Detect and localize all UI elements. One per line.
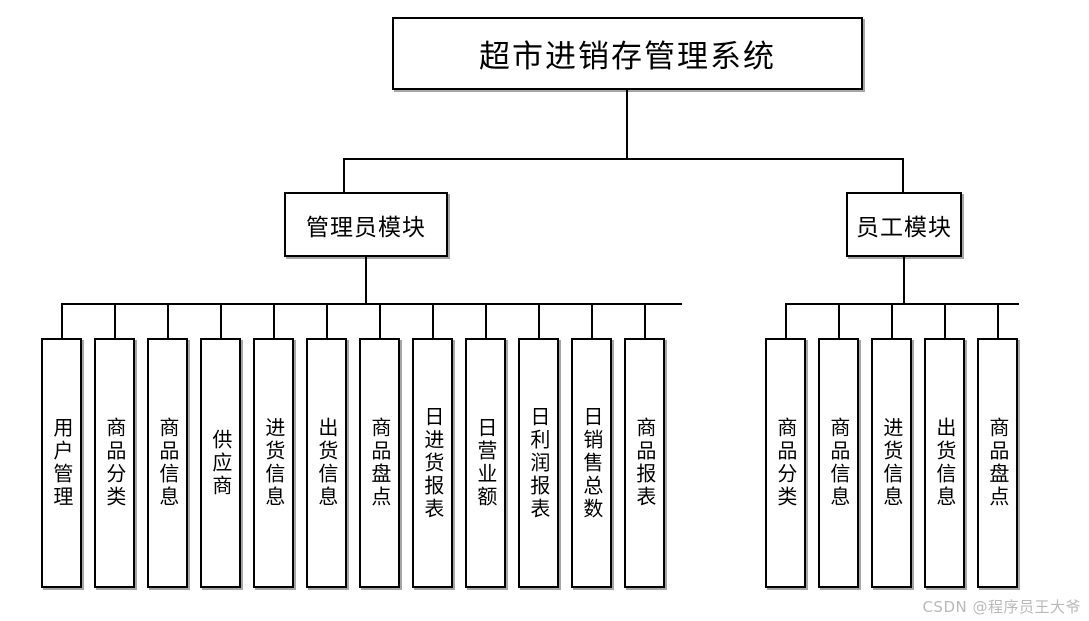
edge-drop-admin-leaf-4 [272,303,275,338]
node-admin-leaf-3-label: 供应商 [208,428,233,498]
node-admin-leaf-10-label: 日销售总数 [579,405,604,521]
edge-drop-staff-leaf-1 [837,303,840,338]
edge-admin-leaf-bus [61,303,682,305]
node-admin-leaf-10: 日销售总数 [571,338,612,588]
node-staff-module: 员工模块 [846,192,962,257]
edge-drop-admin-leaf-7 [431,303,434,338]
node-staff-leaf-1-label: 商品信息 [826,417,851,509]
node-staff-leaf-2: 进货信息 [871,338,912,588]
node-staff-leaf-4-label: 商品盘点 [985,417,1010,509]
node-root: 超市进销存管理系统 [392,17,863,90]
node-admin-leaf-8-label: 日营业额 [473,417,498,509]
node-admin-module-label: 管理员模块 [306,214,426,241]
edge-drop-admin [343,158,345,193]
node-admin-leaf-9: 日利润报表 [518,338,559,588]
node-staff-leaf-1: 商品信息 [818,338,859,588]
node-staff-leaf-0: 商品分类 [765,338,806,588]
node-admin-leaf-3: 供应商 [200,338,241,588]
edge-admin-stem [365,257,367,304]
node-admin-leaf-1: 商品分类 [94,338,135,588]
node-admin-leaf-11: 商品报表 [624,338,665,588]
node-admin-leaf-0-label: 用户管理 [49,417,74,509]
edge-staff-leaf-bus [785,303,1019,305]
edge-drop-admin-leaf-2 [166,303,169,338]
node-staff-leaf-0-label: 商品分类 [773,417,798,509]
node-staff-leaf-2-label: 进货信息 [879,417,904,509]
edge-drop-admin-leaf-8 [484,303,487,338]
edge-drop-admin-leaf-5 [325,303,328,338]
node-admin-leaf-6-label: 商品盘点 [367,417,392,509]
edge-drop-admin-leaf-3 [219,303,222,338]
node-admin-leaf-4-label: 进货信息 [261,417,286,509]
node-admin-leaf-5: 出货信息 [306,338,347,588]
node-admin-leaf-7: 日进货报表 [412,338,453,588]
watermark: CSDN @程序员王大爷 [922,598,1081,616]
edge-drop-staff [902,158,904,193]
edge-drop-admin-leaf-10 [590,303,593,338]
edge-drop-staff-leaf-2 [890,303,893,338]
edge-drop-admin-leaf-0 [60,303,63,338]
edge-level1-bus [343,158,904,160]
node-admin-leaf-2: 商品信息 [147,338,188,588]
node-root-label: 超市进销存管理系统 [479,39,776,75]
edge-drop-staff-leaf-0 [784,303,787,338]
node-admin-leaf-4: 进货信息 [253,338,294,588]
node-admin-leaf-0: 用户管理 [41,338,82,588]
node-staff-leaf-3-label: 出货信息 [932,417,957,509]
node-staff-leaf-4: 商品盘点 [977,338,1018,588]
node-admin-module: 管理员模块 [284,192,448,257]
node-admin-leaf-7-label: 日进货报表 [420,405,445,521]
node-admin-leaf-11-label: 商品报表 [632,417,657,509]
node-admin-leaf-6: 商品盘点 [359,338,400,588]
edge-drop-admin-leaf-6 [378,303,381,338]
node-admin-leaf-5-label: 出货信息 [314,417,339,509]
node-admin-leaf-9-label: 日利润报表 [526,405,551,521]
edge-drop-admin-leaf-1 [113,303,116,338]
edge-drop-admin-leaf-9 [537,303,540,338]
node-staff-module-label: 员工模块 [856,214,952,241]
node-staff-leaf-3: 出货信息 [924,338,965,588]
edge-root-stem [626,90,628,159]
edge-staff-stem [903,257,905,304]
edge-drop-staff-leaf-3 [943,303,946,338]
node-admin-leaf-2-label: 商品信息 [155,417,180,509]
edge-drop-staff-leaf-4 [996,303,999,338]
node-admin-leaf-1-label: 商品分类 [102,417,127,509]
node-admin-leaf-8: 日营业额 [465,338,506,588]
edge-drop-admin-leaf-11 [643,303,646,338]
